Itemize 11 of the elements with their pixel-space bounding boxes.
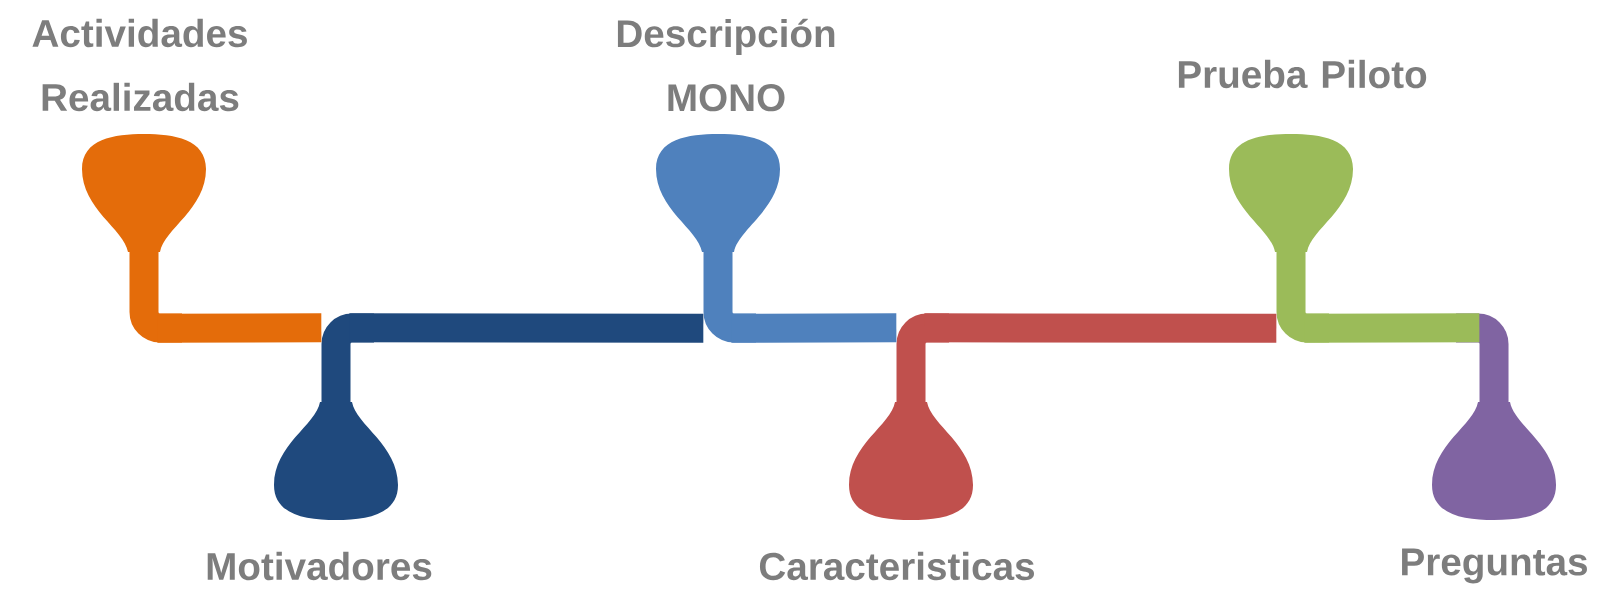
pipe-connector xyxy=(157,313,322,343)
pipe-connector xyxy=(731,313,897,343)
pipe-connector xyxy=(349,313,704,343)
heading-text: Caracteristicas xyxy=(759,551,1034,581)
pipe-connector xyxy=(924,313,1277,343)
heading-text: Prueba Piloto xyxy=(1178,59,1427,89)
heading-text: Preguntas xyxy=(1402,548,1587,584)
heading-text: Motivadores xyxy=(207,551,432,581)
heading-text: Actividades Realizadas xyxy=(32,18,247,112)
pipe-connector xyxy=(1304,313,1480,343)
heading-text: Descripción MONO xyxy=(617,18,835,112)
